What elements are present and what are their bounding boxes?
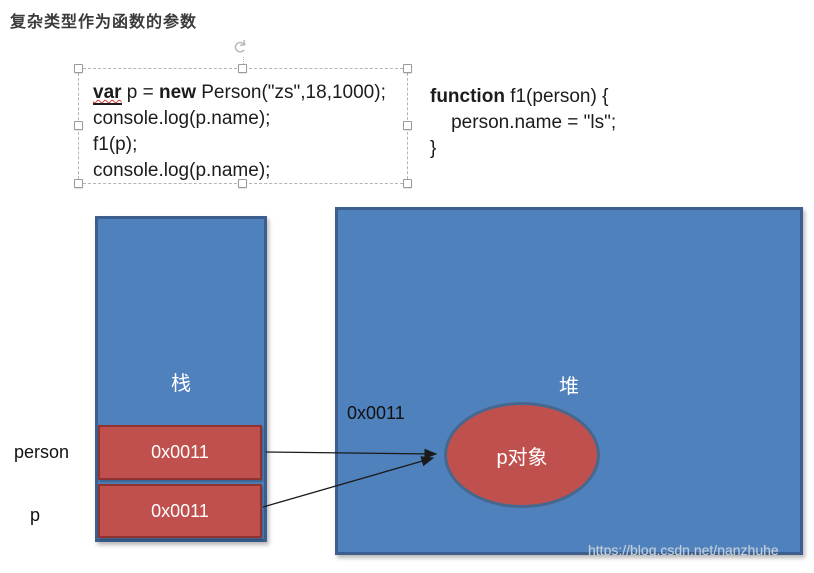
code-block-main[interactable]: var p = new Person("zs",18,1000); consol… xyxy=(93,80,386,184)
selection-handle[interactable] xyxy=(74,64,83,73)
heap-box[interactable]: 堆 xyxy=(335,207,803,555)
heap-object-label: p对象 xyxy=(496,446,548,469)
code-line: function f1(person) { xyxy=(430,84,616,110)
heap-address-label: 0x0011 xyxy=(347,403,405,423)
selection-handle[interactable] xyxy=(74,179,83,188)
code-block-function[interactable]: function f1(person) { person.name = "ls"… xyxy=(430,84,616,162)
selection-handle[interactable] xyxy=(403,121,412,130)
selection-handle[interactable] xyxy=(74,121,83,130)
code-line: } xyxy=(430,138,437,159)
watermark: https://blog.csdn.net/nanzhuhe xyxy=(588,542,779,558)
heap-object-ellipse[interactable]: p对象 xyxy=(444,402,600,508)
code-line: person.name = "ls"; xyxy=(430,112,617,133)
variable-label-p: p xyxy=(30,505,41,525)
page-title: 复杂类型作为函数的参数 xyxy=(10,14,198,31)
code-line: console.log(p.name); xyxy=(93,108,271,129)
code-text: Person("zs",18,1000); xyxy=(195,82,386,103)
code-line: var p = new Person("zs",18,1000); xyxy=(93,80,386,106)
heap-label: 堆 xyxy=(559,376,579,398)
stack-label: 栈 xyxy=(171,373,191,395)
rotate-icon[interactable]: ↻ xyxy=(228,37,251,57)
code-text: f1(person) { xyxy=(504,86,609,107)
code-line: f1(p); xyxy=(93,134,138,155)
selection-handle[interactable] xyxy=(238,179,247,188)
variable-label-person: person xyxy=(14,442,70,462)
selection-handle[interactable] xyxy=(403,179,412,188)
stack-slot-person[interactable]: 0x0011 xyxy=(98,425,262,480)
selection-handle[interactable] xyxy=(403,64,412,73)
keyword-function: function xyxy=(430,86,505,107)
keyword-new: new xyxy=(159,82,196,103)
slot-value: 0x0011 xyxy=(151,442,209,462)
code-textbox-selection[interactable] xyxy=(74,64,412,188)
rotate-handle-stem xyxy=(243,57,244,68)
code-line: console.log(p.name); xyxy=(93,160,271,181)
code-text: p = xyxy=(121,82,160,103)
keyword-var: var xyxy=(93,82,122,105)
slot-value: 0x0011 xyxy=(151,500,209,521)
stack-slot-p[interactable]: 0x0011 xyxy=(98,484,262,538)
selection-handle[interactable] xyxy=(238,64,247,73)
